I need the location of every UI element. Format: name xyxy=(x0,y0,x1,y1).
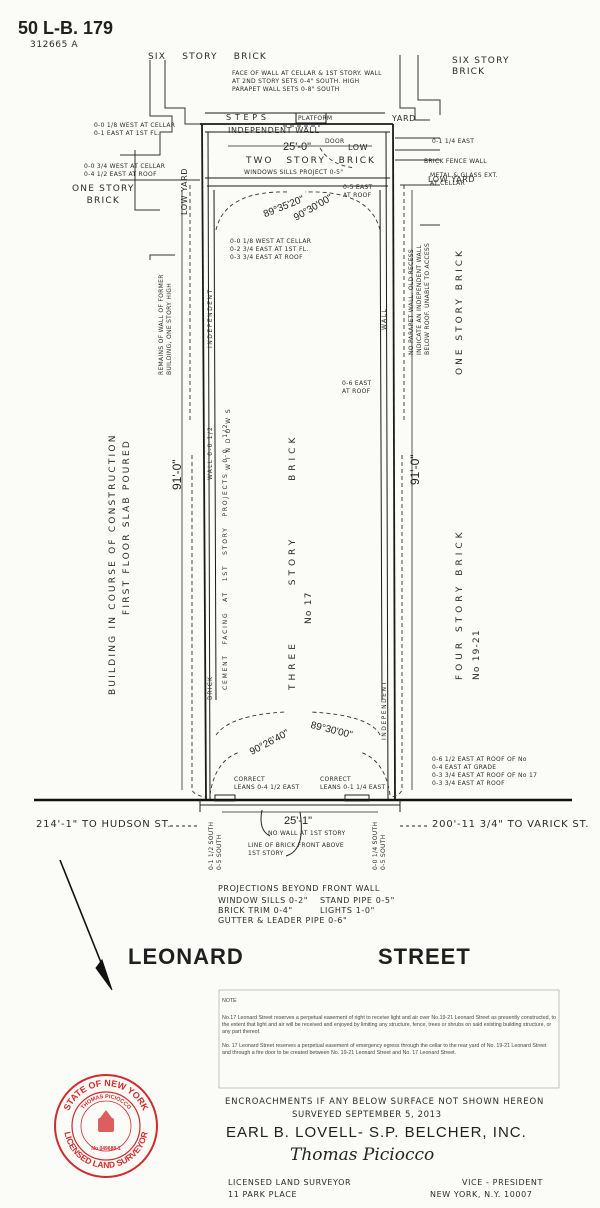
east-roof-mid: 0-6 EAST AT ROOF xyxy=(342,380,372,395)
independent-right-label: INDEPENDENT xyxy=(381,680,388,740)
licensed-surveyor-label: LICENSED LAND SURVEYOR xyxy=(228,1178,352,1187)
city-address: NEW YORK, N.Y. 10007 xyxy=(430,1190,533,1199)
south-left-notes: 0-1 1/2 SOUTH 0-5 SOUTH xyxy=(208,821,223,870)
rear-wall-note: FACE OF WALL AT CELLAR & 1ST STORY. WALL… xyxy=(232,70,382,93)
front-width-dimension: 25'-1" xyxy=(284,815,313,827)
first-floor-slab-note: FIRST FLOOR SLAB POURED xyxy=(122,438,132,615)
street-name-street: STREET xyxy=(378,944,471,969)
left-depth-dimension: 91'-0" xyxy=(170,459,184,490)
street-name-leonard: LEONARD xyxy=(128,944,244,969)
brick-front-note: LINE OF BRICK FRONT ABOVE 1ST STORY xyxy=(248,842,344,857)
company-name: EARL B. LOVELL- S.P. BELCHER, INC. xyxy=(226,1124,527,1141)
encroachments-note: ENCROACHMENTS IF ANY BELOW SURFACE NOT S… xyxy=(225,1097,545,1107)
surveyor-seal: STATE OF NEW YORK LICENSED LAND SURVEYOR… xyxy=(52,1072,160,1180)
yard-top-right: YARD xyxy=(392,114,416,123)
four-story-number: No 19-21 xyxy=(472,629,482,680)
one-story-brick-left: ONE STORY BRICK xyxy=(72,184,135,206)
brick-left-label: BRICK xyxy=(207,675,214,700)
three-story-brick-label: THREE STORY BRICK xyxy=(288,433,298,690)
mid-left-note: 0-0 1/8 WEST AT CELLAR 0-2 3/4 EAST AT 1… xyxy=(230,238,312,261)
brick-fence-label: BRICK FENCE WALL xyxy=(424,158,487,165)
surveyor-signature: Thomas Piciocco xyxy=(290,1145,435,1165)
lot-number: No 17 xyxy=(304,591,314,624)
correct-left-note: CORRECT LEANS 0-4 1/2 EAST xyxy=(234,776,300,791)
one-story-brick-right: ONE STORY BRICK xyxy=(455,248,465,375)
projection-row-2: BRICK TRIM 0-4" xyxy=(218,906,293,915)
door-label: DOOR xyxy=(325,138,345,145)
wall-left-label: WALL 0-0 1/2 xyxy=(207,425,214,480)
south-right-notes: 0-0 1/4 SOUTH 0-5 SOUTH xyxy=(372,821,387,870)
reference-number: 312665 A xyxy=(30,40,79,50)
rear-width-dimension: 25'-0" xyxy=(283,141,312,153)
projections-title: PROJECTIONS BEYOND FRONT WALL xyxy=(218,884,380,893)
front-right-notes: 0-6 1/2 EAST AT ROOF OF No 0-4 EAST AT G… xyxy=(432,756,538,787)
rear-east-at-roof: 0-5 EAST AT ROOF xyxy=(343,184,373,199)
vice-president-label: VICE - PRESIDENT xyxy=(462,1178,544,1187)
construction-note: BUILDING IN COURSE OF CONSTRUCTION xyxy=(108,433,118,695)
windows-sills-note: WINDOWS SILLS PROJECT 0-5" xyxy=(244,169,344,176)
seal-eagle-icon xyxy=(100,1110,112,1118)
projection-row-4: STAND PIPE 0-5" xyxy=(320,896,395,905)
note-paragraph-2: No. 17 Leonard Street reserves a perpetu… xyxy=(222,1043,547,1056)
four-story-brick: FOUR STORY BRICK xyxy=(455,528,465,680)
note-heading: NOTE xyxy=(222,998,237,1004)
easement-note-box: NOTE No.17 Leonard Street reserves a per… xyxy=(222,993,556,1087)
rear-right-note: 0-1 1/4 EAST xyxy=(432,138,475,145)
survey-date: SURVEYED SEPTEMBER 5, 2013 xyxy=(292,1110,442,1120)
independent-left-label: INDEPENDENT xyxy=(207,288,214,348)
rear-left-note-2: 0-0 3/4 WEST AT CELLAR 0-4 1/2 EAST AT R… xyxy=(84,163,166,178)
six-story-brick-right: SIX STORY BRICK xyxy=(452,56,510,77)
note-paragraph-1: No.17 Leonard Street reserves a perpetua… xyxy=(222,1015,556,1035)
independent-wall-rear: INDEPENDENT WALL xyxy=(228,126,320,135)
right-depth-dimension: 91'-0" xyxy=(408,454,422,485)
seal-license-text: No 049688-1 xyxy=(91,1146,120,1152)
remains-wall-note: REMAINS OF WALL OF FORMER BUILDING, ONE … xyxy=(158,274,173,375)
seal-graphic: STATE OF NEW YORK LICENSED LAND SURVEYOR… xyxy=(54,1074,158,1178)
projection-row-5: LIGHTS 1-0" xyxy=(320,906,375,915)
distance-to-hudson: 214'-1" TO HUDSON ST. xyxy=(36,819,172,830)
metal-glass-label: METAL & GLASS EXT. AT CELLAR xyxy=(430,172,498,187)
seal-emblem-icon xyxy=(98,1118,114,1132)
rear-left-note: 0-0 1/8 WEST AT CELLAR 0-1 EAST AT 1ST F… xyxy=(94,122,176,137)
cement-facing-note: CEMENT FACING AT 1ST STORY PROJECTS 0-0 … xyxy=(222,422,229,690)
lot-block-label: 50 L-B. 179 xyxy=(18,18,114,38)
platform-label: PLATFORM xyxy=(298,115,333,122)
no-wall-note: NO WALL AT 1ST STORY xyxy=(268,830,346,837)
low-yard-left: LOW YARD xyxy=(180,167,189,215)
steps-label: S T E P S xyxy=(226,113,267,122)
office-address: 11 PARK PLACE xyxy=(228,1190,298,1199)
projection-row-3: GUTTER & LEADER PIPE 0-6" xyxy=(218,916,348,925)
two-story-brick-label: TWO STORY BRICK xyxy=(246,156,376,166)
six-story-brick-left: SIX STORY BRICK xyxy=(148,52,267,62)
low-yard-right: LOW YARD xyxy=(428,175,476,184)
distance-to-varick: 200'-11 3/4" TO VARICK ST. xyxy=(432,819,590,830)
parapet-note: NO PARAPET WALL. OLD RECESS INDICATE AN … xyxy=(408,242,431,355)
correct-right-note: CORRECT LEANS 0-1 1/4 EAST xyxy=(320,776,386,791)
wall-right-label: WALL xyxy=(381,307,388,330)
projection-row-1: WINDOW SILLS 0-2" xyxy=(218,896,309,905)
low-label: LOW xyxy=(348,143,369,152)
